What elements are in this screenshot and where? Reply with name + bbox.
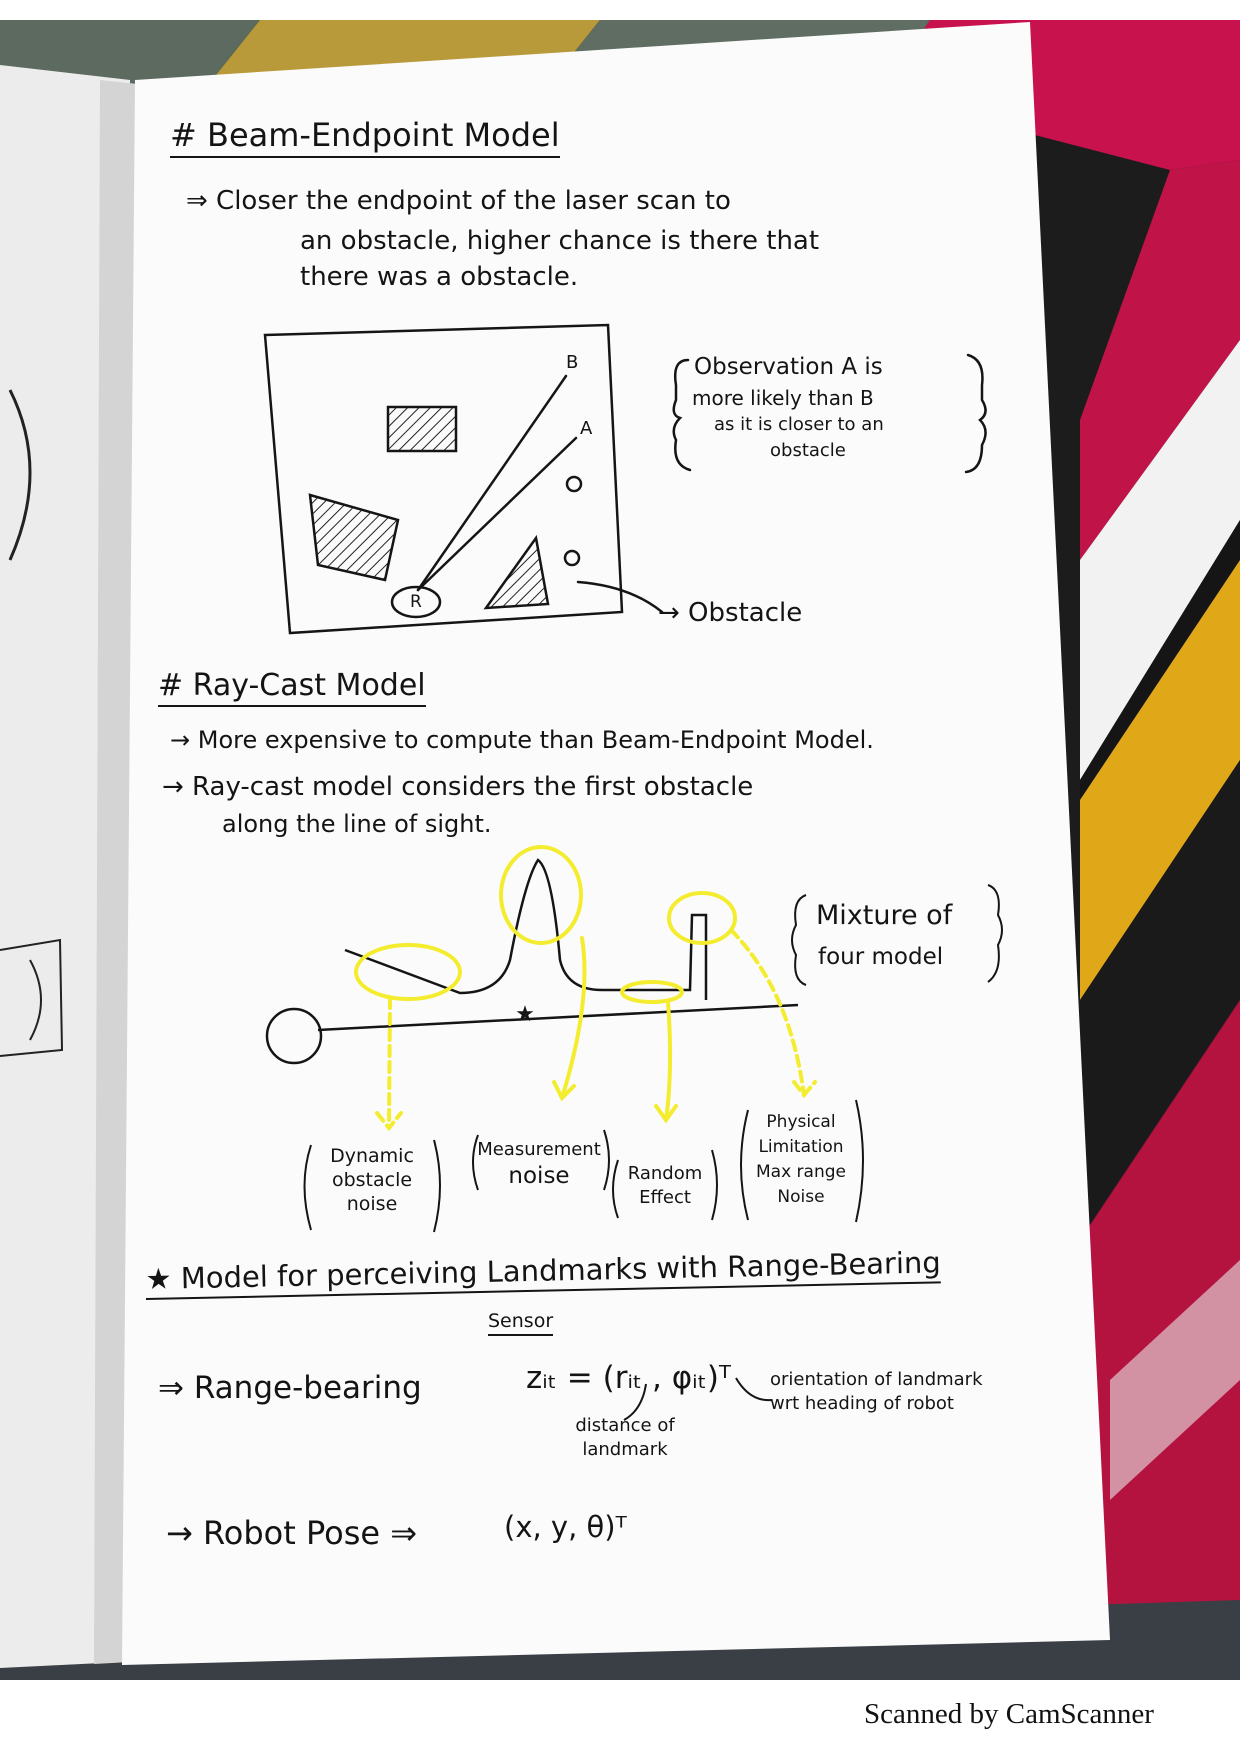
obstacle-triangle [483,534,550,610]
beam-a [416,436,578,592]
label-a: A [580,418,593,439]
obstacle-dot [565,475,583,493]
robot-pose-label: → Robot Pose ⇒ [166,1514,418,1552]
range-bearing-annotations [623,1377,773,1421]
orientation-annotation: orientation of landmark wrt heading of r… [770,1369,983,1414]
mixture-note-line: four model [818,944,944,970]
text-line: along the line of sight. [222,810,492,838]
arrow-physical [729,928,817,1099]
label-paren [740,1109,749,1221]
text-line: an obstacle, higher chance is there that [300,226,820,256]
left-page [0,65,138,1668]
robot-pose-formula: (x, y, θ)ᵀ [504,1510,627,1544]
obstacle-dot [563,549,581,567]
text-line: there was a obstacle. [300,262,579,292]
obstacle-rectangle [386,405,458,453]
label-paren [711,1149,718,1221]
label-paren [855,1099,864,1223]
arrow-dynamic [375,996,403,1132]
mixture-brace-right [987,884,1003,983]
section-heading-sub: Sensor [488,1310,554,1336]
range-bearing-formula: zᵢₜ = (rᵢₜ , φᵢₜ)ᵀ [526,1360,731,1396]
observation-note-line: as it is closer to an [714,414,884,435]
label-paren [612,1159,619,1219]
noise-label-physical: Physical Limitation Max range Noise [756,1112,846,1207]
label-paren [303,1144,312,1231]
star-marker: ★ [515,1002,535,1027]
highlight-maxrange [667,891,737,945]
mixture-note-line: Mixture of [816,900,953,931]
observation-note-line: Observation A is [694,354,883,380]
obstacle-trapezoid [308,493,400,582]
noise-label-random: Random Effect [627,1163,703,1208]
probability-curve [344,858,708,1000]
beam-endpoint-diagram [263,323,987,635]
mixture-brace-left [791,894,807,986]
label-r: R [410,592,422,612]
ray-line [317,1003,799,1032]
noise-label-measurement: Measurement noise [477,1139,601,1189]
section-heading-beam-endpoint: # Beam-Endpoint Model [170,116,560,158]
highlight-peak [499,845,583,945]
robot-marker [390,585,442,619]
observation-note-line: more likely than B [692,386,874,410]
arrow-measurement [552,936,587,1102]
highlight-dynamic [354,943,462,1001]
label-paren [433,1139,441,1233]
orientation-pointer [735,1377,773,1402]
obstacle-pointer [576,580,664,614]
note-brace-right [964,353,987,474]
beam-b [416,374,568,592]
highlight-random [620,980,684,1004]
label-b: B [566,352,579,373]
obstacle-label: → Obstacle [658,598,803,628]
map-border [263,323,624,635]
note-brace-left [672,358,692,472]
ray-cast-diagram: ★ [265,845,1003,1233]
text-line: → Ray-cast model considers the first obs… [162,772,754,802]
scanner-watermark: Scanned by CamScanner [864,1698,1154,1730]
range-bearing-label: ⇒ Range-bearing [158,1370,422,1406]
observation-note-line: obstacle [770,440,846,461]
distance-annotation: distance of landmark [575,1415,675,1460]
arrow-random [654,1000,678,1124]
distance-pointer [623,1383,647,1421]
text-line: → More expensive to compute than Beam-En… [170,726,874,754]
notebook-page [122,22,1110,1665]
label-paren [603,1129,610,1191]
label-paren [472,1134,479,1191]
text-line: ⇒ Closer the endpoint of the laser scan … [186,186,731,216]
section-heading-ray-cast: # Ray-Cast Model [158,668,426,707]
sensor-circle [265,1007,323,1065]
noise-label-dynamic: Dynamic obstacle noise [330,1145,414,1215]
